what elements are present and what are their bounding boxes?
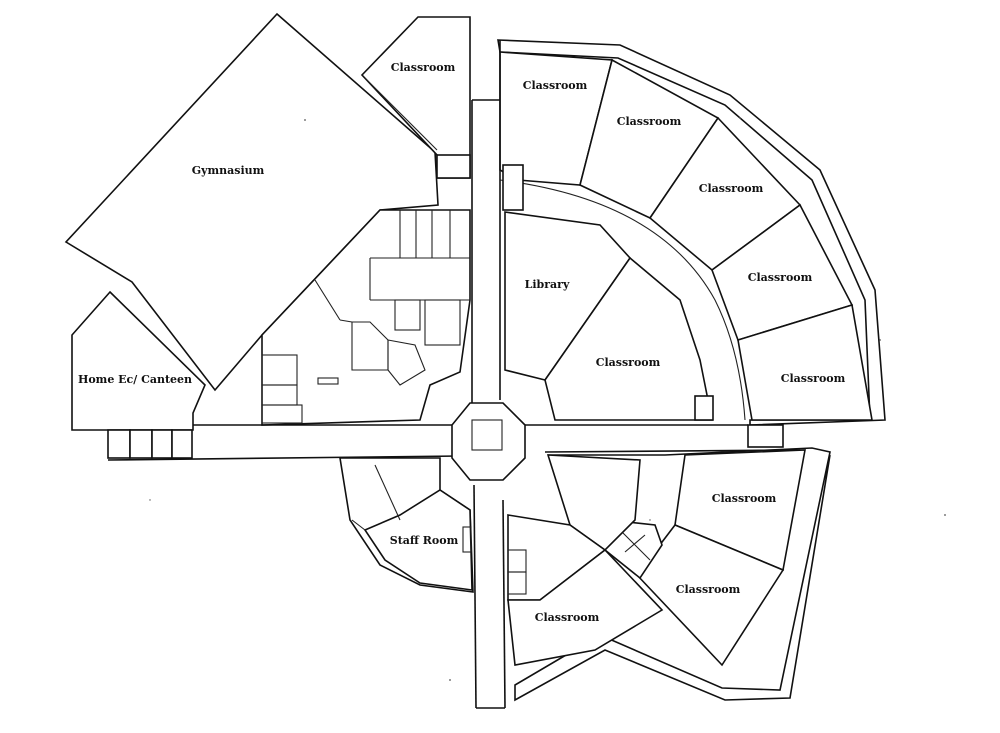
label-classroom-northeast-4: Classroom — [748, 271, 813, 284]
vestibule — [462, 526, 472, 553]
staff-room[interactable] — [363, 489, 473, 591]
label-classroom-northwest: Classroom — [391, 61, 456, 74]
home-ec-canteen-room[interactable] — [71, 290, 206, 431]
storage-box — [129, 429, 153, 459]
label-classroom-northeast-1: Classroom — [523, 79, 588, 92]
window-wall — [364, 77, 438, 151]
southeast-inner-room — [546, 454, 641, 552]
vestibule — [502, 164, 524, 211]
classroom-northeast-5[interactable] — [737, 303, 873, 421]
label-gymnasium: Gymnasium — [192, 164, 265, 177]
label-staff-room: Staff Room — [390, 534, 459, 547]
classroom-south[interactable] — [507, 548, 664, 666]
central-hub[interactable] — [451, 402, 526, 481]
label-classroom-northeast-3: Classroom — [699, 182, 764, 195]
west-corridor-south-wall — [107, 455, 461, 461]
label-library: Library — [525, 278, 570, 291]
label-classroom-southeast-2: Classroom — [676, 583, 741, 596]
southwest-wing — [339, 457, 474, 593]
toilet-stall — [394, 299, 421, 331]
partition — [351, 519, 366, 531]
storage-box — [151, 429, 173, 459]
east-corridor-south-wall — [544, 449, 801, 453]
partition — [624, 534, 646, 553]
northeast-inner-corridor-wall — [499, 179, 746, 421]
southeast-wing — [507, 447, 831, 702]
corridors — [107, 40, 801, 709]
room-labels: Gymnasium Home Ec/ Canteen Classroom Cla… — [78, 61, 846, 624]
vestibule — [507, 571, 527, 595]
label-home-ec-canteen: Home Ec/ Canteen — [78, 373, 192, 386]
northeast-outer-wall — [497, 39, 886, 426]
storage-box — [171, 429, 193, 459]
label-classroom-northeast-2: Classroom — [617, 115, 682, 128]
vestibule — [694, 395, 714, 421]
partition — [339, 319, 353, 323]
partition — [374, 464, 401, 521]
south-corridor-east-wall — [502, 499, 506, 709]
central-hub-core — [471, 419, 503, 451]
partition — [314, 279, 341, 321]
closet — [261, 404, 303, 424]
vestibule — [436, 154, 471, 179]
annex-box — [747, 424, 784, 448]
toilet-stall — [424, 299, 461, 346]
northeast-wing — [497, 39, 886, 448]
partition — [619, 529, 651, 561]
label-classroom-northeast-5: Classroom — [781, 372, 846, 385]
storage-box — [107, 429, 131, 459]
northwest-wing — [64, 12, 471, 459]
toilet-room — [387, 339, 426, 386]
label-classroom-southeast-1: Classroom — [712, 492, 777, 505]
south-corridor-west-wall — [473, 484, 477, 709]
label-classroom-northeast-inner: Classroom — [596, 356, 661, 369]
door-opening — [317, 377, 339, 385]
label-classroom-south: Classroom — [535, 611, 600, 624]
scan-noise — [149, 117, 946, 681]
